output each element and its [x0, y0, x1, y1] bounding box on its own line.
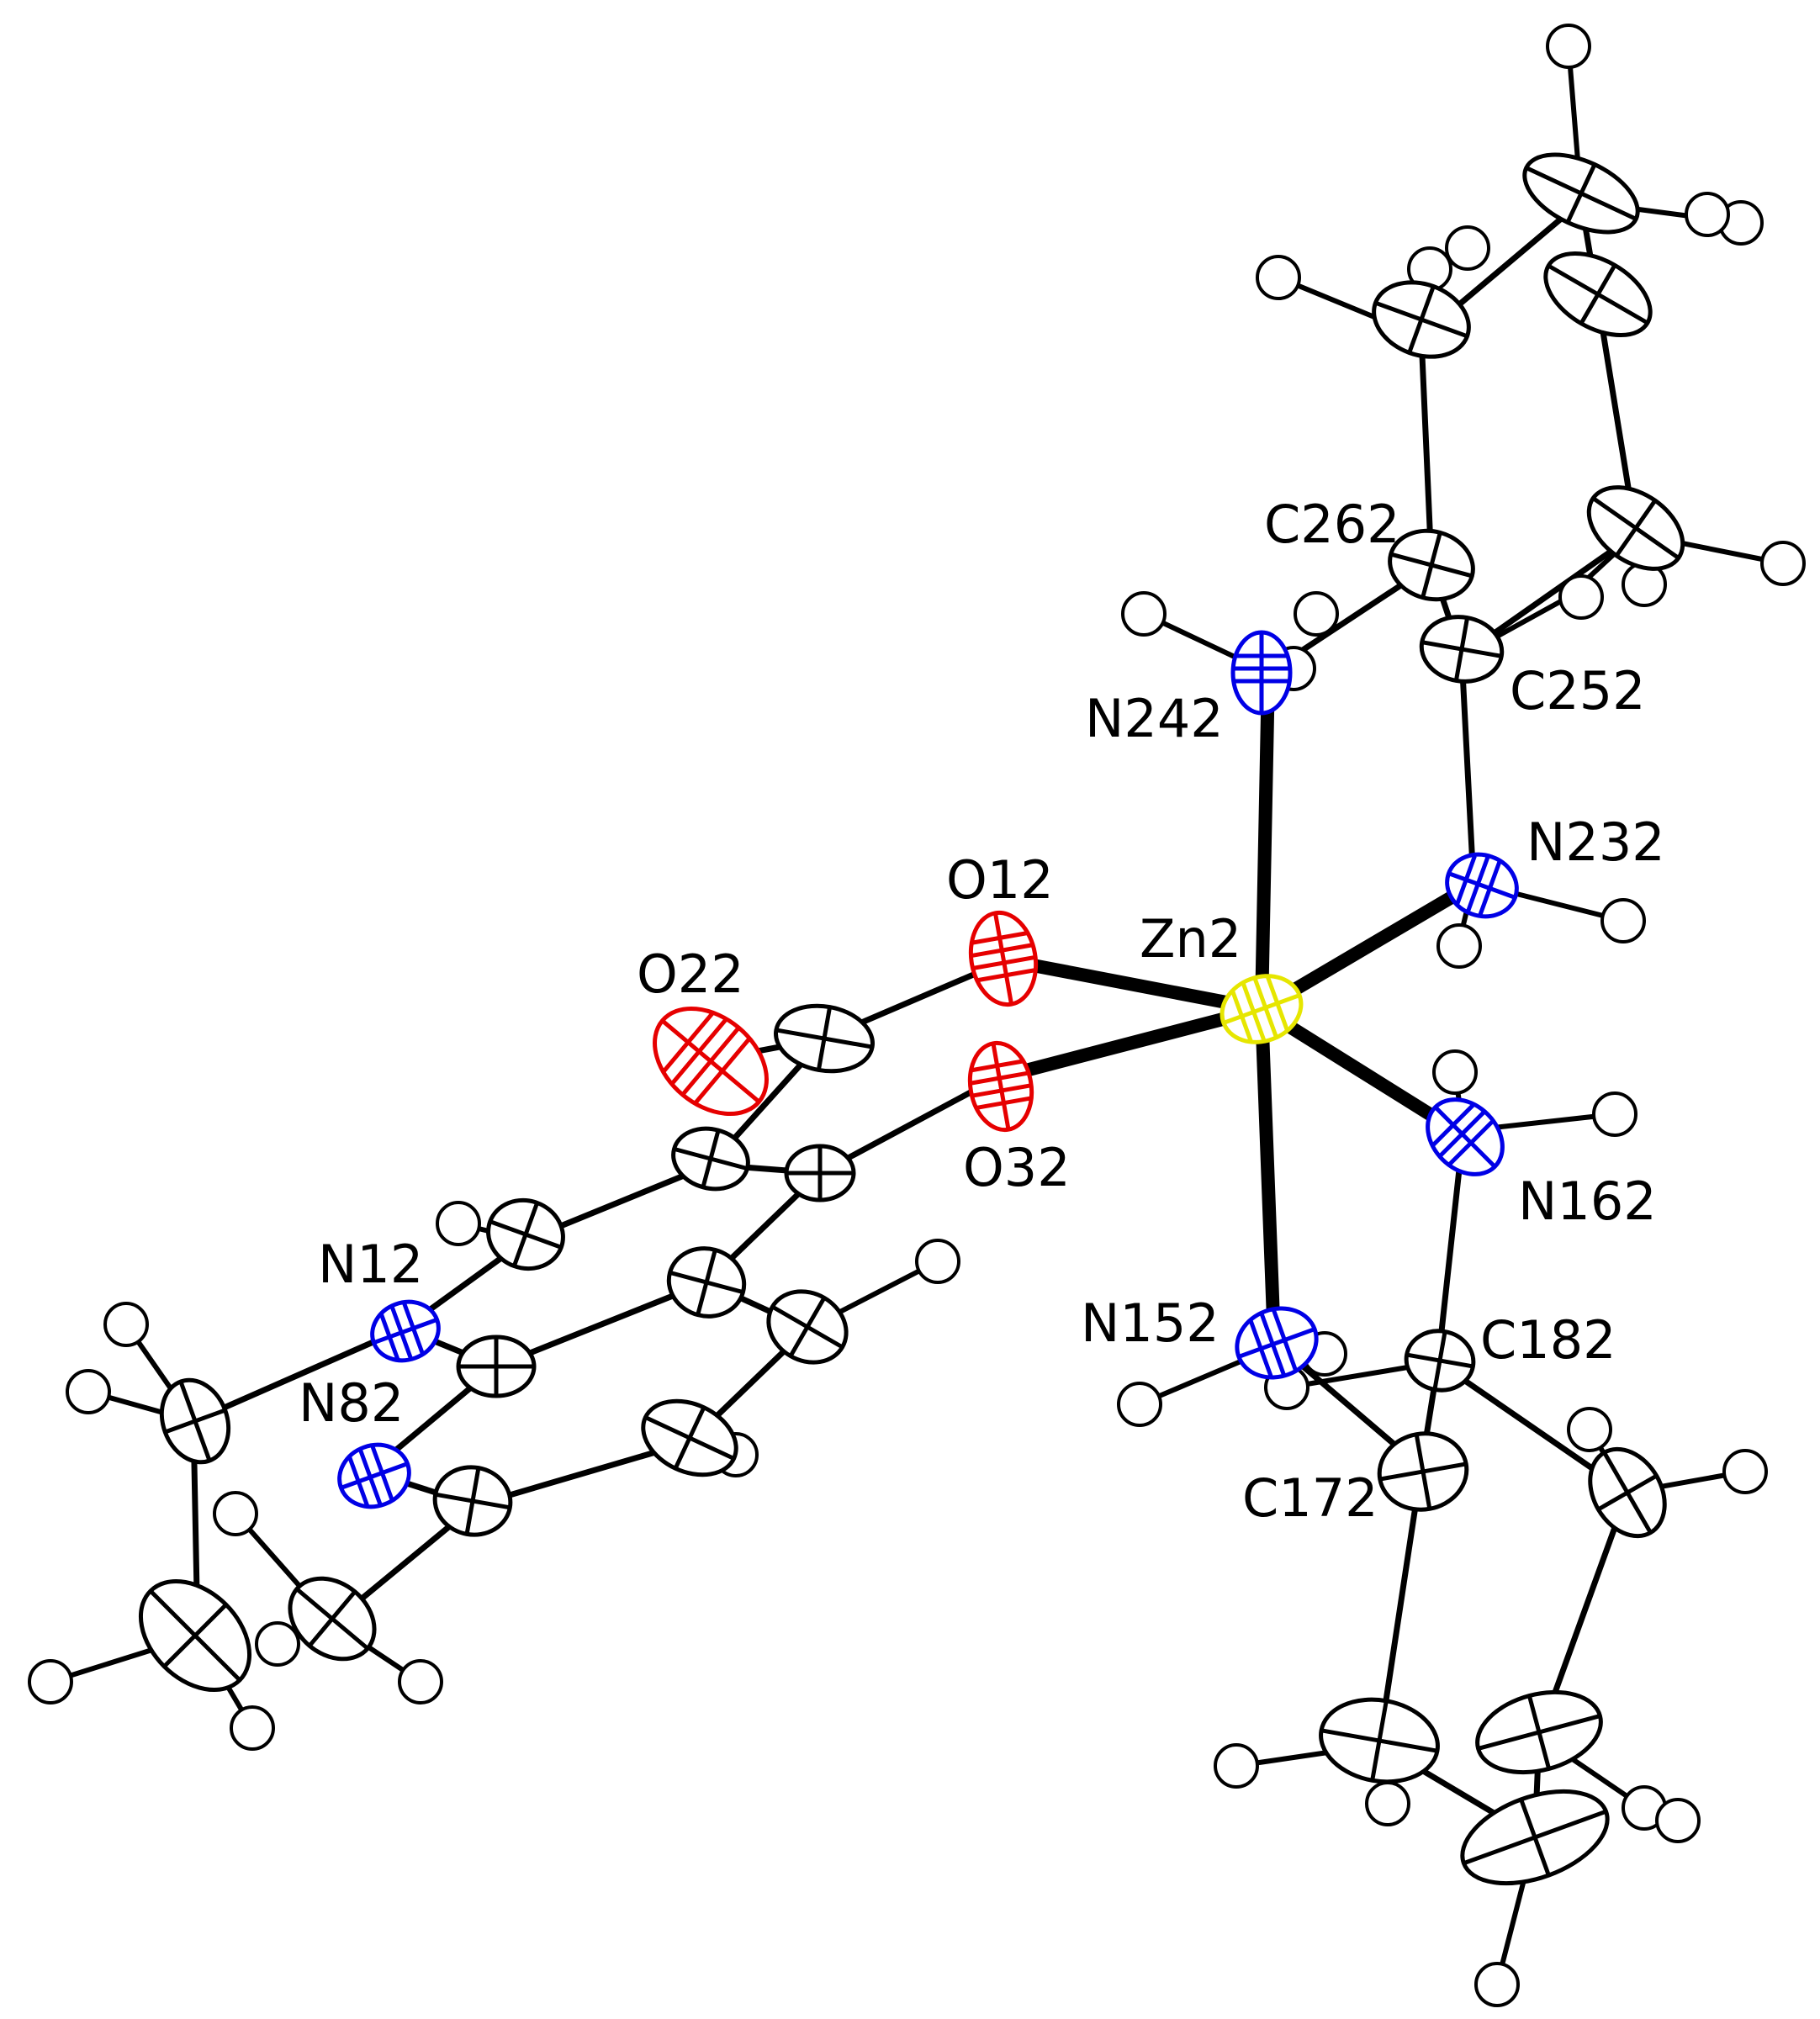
carbon-atom: [1586, 485, 1685, 571]
label-o12: O12: [946, 849, 1054, 911]
carbon-atom: [1588, 1446, 1667, 1539]
hydrogen-atom: [1558, 574, 1604, 620]
hydrogen-atom: [1214, 1743, 1259, 1789]
label-n12: N12: [318, 1234, 423, 1295]
hydrogen-atom: [1592, 1091, 1637, 1137]
hydrogen-atom: [1567, 1407, 1612, 1452]
hydrogen-atom: [1445, 225, 1490, 271]
carbon-atom: [1475, 1689, 1603, 1775]
label-o22: O22: [637, 943, 744, 1005]
bond-c172-chexb1: [1376, 1464, 1425, 1748]
hydrogen-atom: [1546, 24, 1591, 69]
nitrogen-atom-n82: [337, 1442, 411, 1509]
carbon-atom: [671, 1126, 750, 1192]
nitrogen-atom-n242: [1230, 630, 1293, 716]
label-n162: N162: [1518, 1171, 1657, 1232]
carbon-atom: [666, 1246, 747, 1319]
label-n82: N82: [299, 1372, 404, 1434]
carbon-atom: [432, 1465, 513, 1537]
carbon-atom: [1372, 280, 1471, 359]
carbon-atom: [1460, 1789, 1610, 1886]
hydrogen-atom: [66, 1369, 111, 1414]
hydrogen-atom: [1685, 192, 1730, 237]
bonds-layer: [48, 44, 1786, 1987]
carbon-atom: [138, 1578, 252, 1693]
hydrogen-atom: [1121, 591, 1167, 637]
carbon-atom: [159, 1377, 231, 1465]
label-zn2: Zn2: [1140, 908, 1241, 970]
hydrogen-atom: [1294, 591, 1339, 637]
carbon-atom: [1522, 152, 1640, 235]
label-c252: C252: [1510, 660, 1646, 721]
hydrogen-atom: [28, 1659, 73, 1705]
hydrogen-atom: [398, 1659, 443, 1705]
hydrogen-atom: [1256, 255, 1301, 300]
bond-n12-cmethyl: [190, 1325, 407, 1424]
bond-zn2-o32: [990, 1002, 1268, 1085]
carbon-atom: [456, 1335, 537, 1398]
nitrogen-atom-n152: [1235, 1306, 1319, 1380]
hydrogen-atom: [915, 1239, 960, 1284]
oxygen-atom-o12: [968, 910, 1039, 1007]
nitrogen-atom-n162: [1426, 1097, 1505, 1176]
hydrogen-atom: [1760, 541, 1806, 586]
bond-c252-n232: [1458, 653, 1477, 886]
carbon-atom-c252: [1419, 615, 1505, 684]
oxygen-atom-o32: [967, 1040, 1034, 1133]
label-n152: N152: [1081, 1292, 1220, 1354]
carbon-atom: [774, 1003, 875, 1074]
zinc-atom-zn2: [1220, 974, 1304, 1044]
bond-zn2-n162: [1255, 1002, 1463, 1138]
hydrogen-atom: [1436, 923, 1482, 969]
label-n242: N242: [1085, 688, 1224, 749]
hydrogen-atom: [1432, 1049, 1478, 1095]
carbon-atom-c182: [1404, 1329, 1476, 1393]
carbon-atom: [784, 1144, 856, 1202]
label-n232: N232: [1526, 811, 1665, 873]
hydrogen-atom: [1474, 1962, 1520, 2007]
hydrogen-atom: [230, 1705, 275, 1751]
bond-zn2-o12: [1004, 954, 1268, 1016]
organic-bonds: [190, 198, 1639, 1841]
label-c262: C262: [1264, 494, 1400, 555]
carbon-atom-c262: [1388, 528, 1475, 602]
carbon-atom: [1543, 251, 1653, 338]
nitrogen-atom-n12: [370, 1299, 441, 1363]
hydrogen-bonds: [48, 44, 1786, 1987]
label-c182: C182: [1480, 1309, 1616, 1371]
oxygen-atom-o22: [653, 1006, 769, 1117]
hydrogen-atom: [213, 1491, 258, 1536]
atom-labels-layer: C262 N242 C252 N232 O12 Zn2 O22 O32 N162…: [299, 494, 1665, 1529]
nitrogen-atoms-layer: [337, 630, 1519, 1509]
nitrogen-atom-n232: [1445, 852, 1519, 919]
bond-zn2-n242: [1255, 666, 1275, 1016]
hydrogen-atom: [1600, 898, 1646, 943]
carbon-atom: [1319, 1697, 1440, 1784]
label-c172: C172: [1242, 1467, 1378, 1529]
hydrogen-atom: [103, 1302, 149, 1347]
hydrogen-atom: [436, 1201, 481, 1246]
bond-zn2-n152: [1255, 1002, 1281, 1348]
oxygen-atoms-layer: [653, 910, 1039, 1133]
hydrogen-atoms-layer: [28, 24, 1806, 2007]
hydrogen-atom: [1365, 1781, 1410, 1826]
carbon-atoms-layer: [138, 152, 1685, 1886]
hydrogen-atom: [255, 1621, 300, 1667]
label-o32: O32: [963, 1137, 1071, 1198]
carbon-atom: [486, 1197, 565, 1271]
carbon-atom: [288, 1576, 377, 1662]
carbon-atom: [766, 1289, 849, 1365]
hydrogen-atom: [1655, 1798, 1701, 1843]
hydrogen-atom: [1722, 1449, 1768, 1494]
carbon-atom-c172: [1377, 1431, 1469, 1512]
carbon-atom: [641, 1398, 738, 1477]
bond-c262-chex1: [1418, 333, 1435, 568]
hydrogen-atom: [1117, 1382, 1162, 1427]
